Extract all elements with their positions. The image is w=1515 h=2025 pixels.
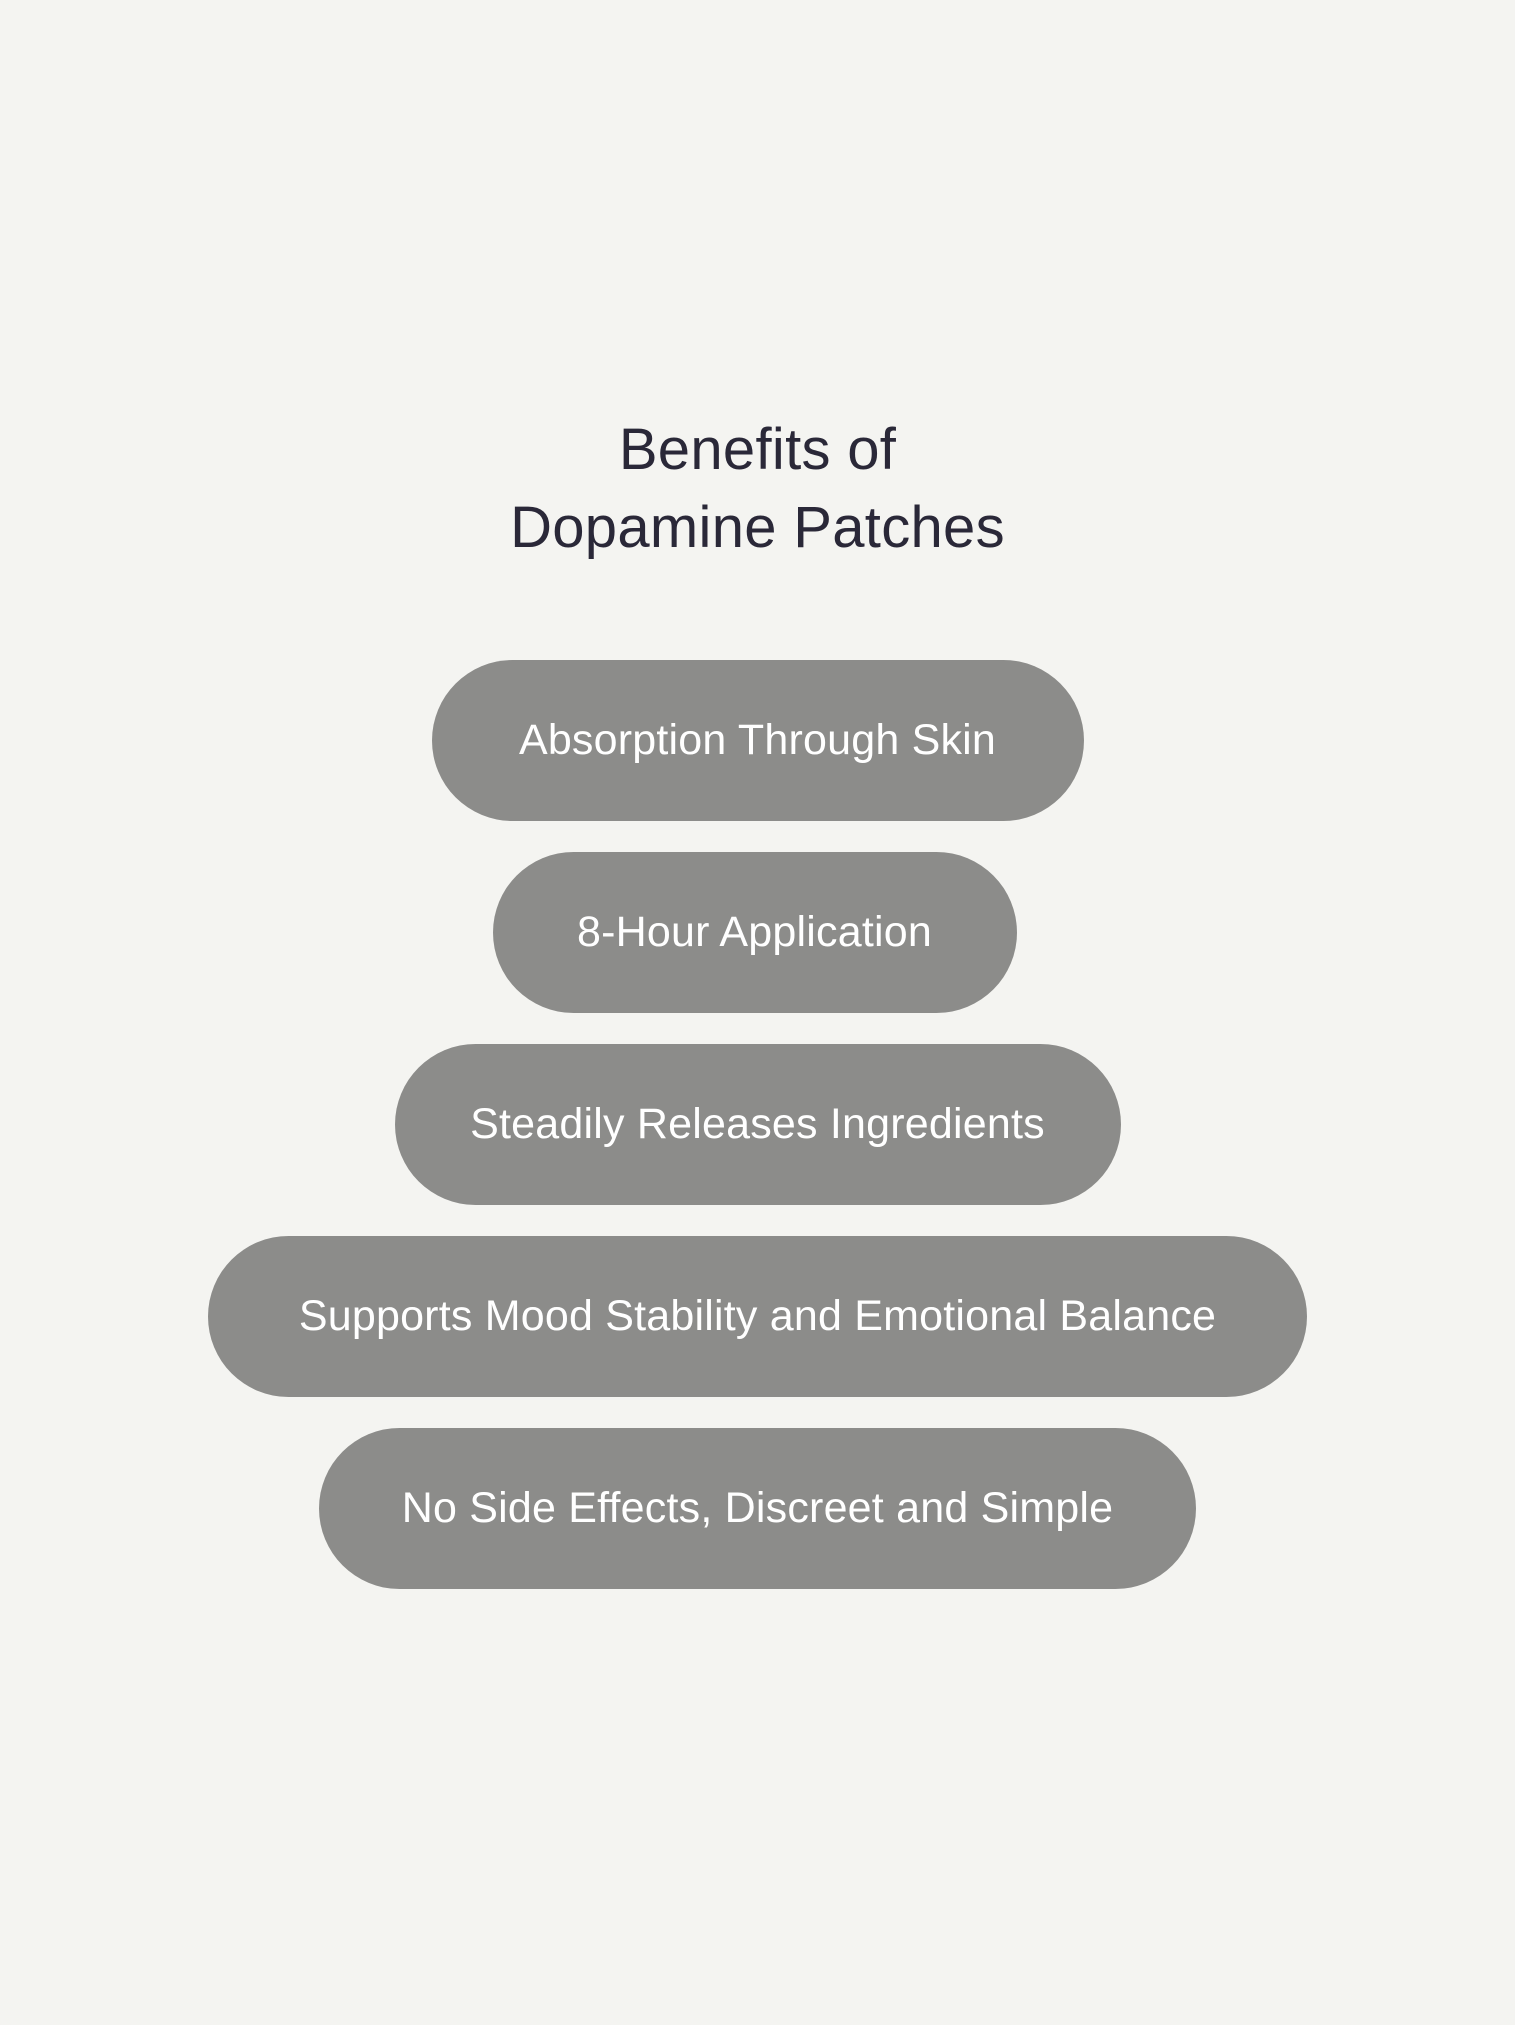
benefit-label: Absorption Through Skin	[518, 716, 997, 764]
benefit-pill-8-hour-application: 8-Hour Application	[492, 852, 1017, 1013]
title-line-2: Dopamine Patches	[510, 494, 1005, 560]
benefit-pill-mood-stability: Supports Mood Stability and Emotional Ba…	[208, 1236, 1307, 1397]
benefit-pill-no-side-effects: No Side Effects, Discreet and Simple	[319, 1428, 1196, 1589]
benefit-label: Supports Mood Stability and Emotional Ba…	[298, 1292, 1217, 1340]
title-line-1: Benefits of	[618, 416, 897, 482]
benefit-pill-steady-release: Steadily Releases Ingredients	[394, 1044, 1121, 1205]
benefits-list: Absorption Through Skin 8-Hour Applicati…	[0, 660, 1515, 1589]
page-title: Benefits of Dopamine Patches	[0, 411, 1515, 567]
benefit-label: Steadily Releases Ingredients	[470, 1100, 1045, 1148]
benefit-label: 8-Hour Application	[577, 908, 932, 956]
benefit-pill-absorption: Absorption Through Skin	[431, 660, 1084, 821]
benefit-label: No Side Effects, Discreet and Simple	[401, 1484, 1114, 1532]
